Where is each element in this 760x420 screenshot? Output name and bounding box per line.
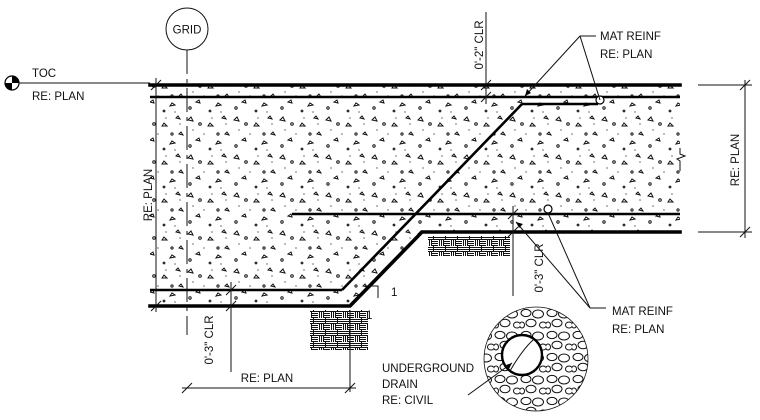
slope-rise-label: 1 [391,287,397,299]
toc-label: TOC [32,68,56,80]
mat-reinf-top-label: MAT REINF [600,31,661,43]
concrete-slab [150,85,680,306]
bottom-of-slab-line [148,230,682,308]
slope-indicator [365,285,379,298]
toc-re-plan-label: RE: PLAN [32,91,84,103]
bar-section-circle-mid [543,204,553,214]
slope-run-label: 1 [366,310,372,322]
bottom-re-plan-label: RE: PLAN [241,373,293,385]
grid-label: GRID [173,25,202,37]
mat-reinf-bottom-re-plan: RE: PLAN [612,324,664,336]
sloped-rebar [341,103,523,291]
bottom-left-clear-cover-label: 0'-3" CLR [204,315,216,364]
drain-re-civil-label: RE: CIVIL [382,395,434,407]
right-clear-cover-label: 0'-3" CLR [534,243,546,292]
top-clear-cover-label: 0'-2" CLR [474,20,486,69]
right-re-plan-label: RE: PLAN [730,134,742,186]
compacted-subgrade-hatch-right [428,236,510,256]
mat-reinf-top-re-plan: RE: PLAN [600,49,652,61]
left-re-plan-label: RE: PLAN [143,169,155,221]
mat-reinf-top-leader [579,35,601,101]
break-line [675,148,687,171]
drain-label-line2: DRAIN [382,379,418,391]
drain-pipe [500,333,544,377]
elevation-target-icon [4,75,20,91]
drain-label: UNDERGROUND [382,363,474,375]
drain-leader [467,362,513,396]
compacted-subgrade-hatch [310,310,368,350]
mat-reinf-bottom-leader [547,212,591,309]
mat-reinf-bottom-label: MAT REINF [612,306,673,318]
